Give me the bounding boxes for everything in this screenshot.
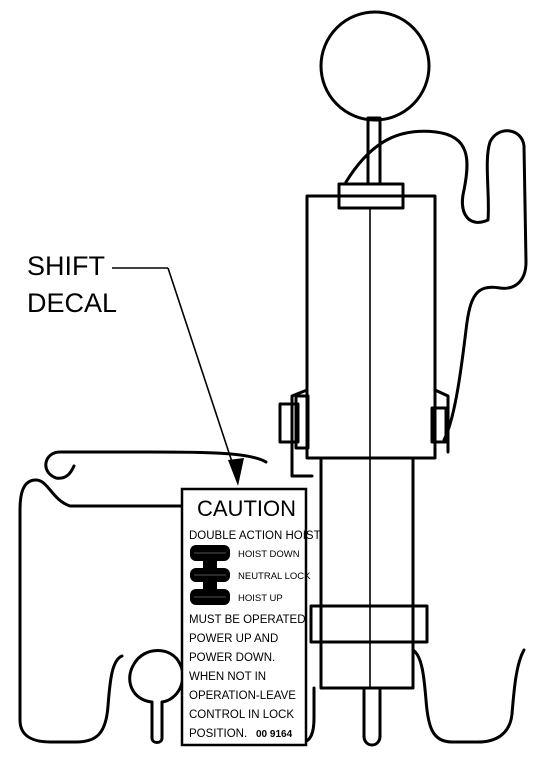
- decal-body-line: WHEN NOT IN: [189, 671, 266, 683]
- left-nut-washer: [294, 394, 310, 450]
- decal-part-number: 00 9164: [256, 729, 293, 740]
- position-hoist-down: HOIST DOWN: [238, 549, 300, 560]
- decal-body-line: CONTROL IN LOCK: [189, 709, 294, 721]
- right-mount-plate: [433, 388, 450, 454]
- left-nut: [278, 402, 300, 444]
- callout-label-line2: DECAL: [27, 288, 117, 318]
- callout-arrowhead: [228, 458, 244, 486]
- decal-body-line: OPERATION-LEAVE: [189, 690, 296, 702]
- shift-pattern-icon: [190, 545, 230, 605]
- lower-column: [319, 456, 415, 690]
- decal-body-line: POWER UP AND: [189, 633, 278, 645]
- left-mount-plate: [290, 388, 314, 478]
- caution-decal: CAUTION DOUBLE ACTION HOIST HOIST DOWN N…: [180, 487, 321, 747]
- decal-body-line: MUST BE OPERATED: [189, 614, 306, 626]
- position-neutral-lock: NEUTRAL LOCK: [238, 571, 311, 582]
- decal-border: [180, 487, 308, 747]
- upper-column: [305, 194, 437, 460]
- decal-subtitle: DOUBLE ACTION HOIST: [189, 530, 321, 542]
- keyhole-slot: [128, 649, 185, 744]
- callout-leader-diagonal: [167, 267, 237, 475]
- decal-title: CAUTION: [197, 496, 296, 521]
- decal-body-line: POWER DOWN.: [189, 652, 275, 664]
- position-hoist-up: HOIST UP: [238, 593, 283, 604]
- bottom-slot: [362, 686, 382, 747]
- right-bottom-bracket: [411, 648, 526, 744]
- shift-knob[interactable]: [319, 10, 431, 122]
- right-nut: [430, 406, 448, 444]
- decal-body-line: POSITION.: [189, 728, 247, 740]
- callout-label-line1: SHIFT: [27, 251, 105, 281]
- pivot-pin: [309, 604, 429, 644]
- right-bracket-outline: [344, 129, 528, 442]
